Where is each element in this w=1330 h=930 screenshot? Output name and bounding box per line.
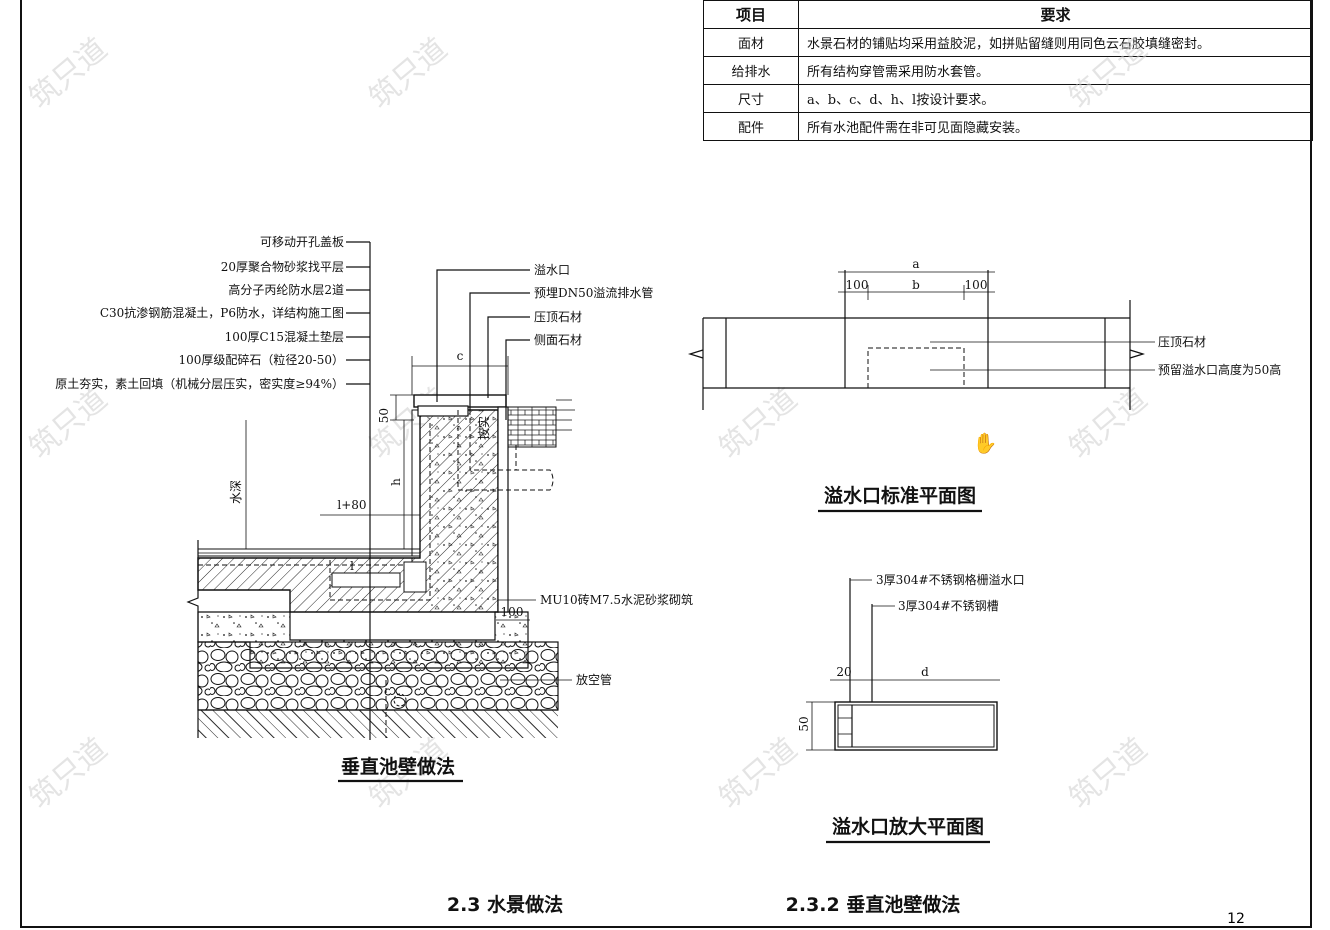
footer-left-title: 2.3 水景做法 xyxy=(447,893,563,916)
svg-text:筑只道: 筑只道 xyxy=(23,31,114,116)
hand-cursor-icon: ✋ xyxy=(973,431,998,455)
detail-dim-d: d xyxy=(921,665,929,679)
layer-label: 20厚聚合物砂浆找平层 xyxy=(221,259,344,274)
table-cell-requirement: 所有结构穿管需采用防水套管。 xyxy=(798,56,1313,85)
svg-text:筑只道: 筑只道 xyxy=(23,731,114,816)
footer-right-title: 2.3.2 垂直池壁做法 xyxy=(786,893,961,916)
plan-title: 溢水口标准平面图 xyxy=(824,484,976,507)
svg-text:筑只道: 筑只道 xyxy=(1063,381,1154,466)
dim-l80: l+80 xyxy=(337,498,366,512)
dim-l: l xyxy=(350,559,354,573)
dim-c: c xyxy=(457,349,464,363)
right-label: 溢水口 xyxy=(534,263,570,277)
layer-label: C30抗渗钢筋混凝土，P6防水，详结构施工图 xyxy=(100,305,344,320)
svg-text:筑只道: 筑只道 xyxy=(363,31,454,116)
plan-label-outlet: 预留溢水口高度为50高 xyxy=(1158,362,1281,377)
table-cell-requirement: 所有水池配件需在非可见面隐藏安装。 xyxy=(798,112,1313,141)
svg-text:筑只道: 筑只道 xyxy=(713,381,804,466)
table-row: 给排水 所有结构穿管需采用防水套管。 xyxy=(703,56,1313,85)
layer-label: 原土夯实，素土回填（机械分层压实，密实度≥94%） xyxy=(55,376,344,391)
detail-title: 溢水口放大平面图 xyxy=(832,815,984,838)
requirements-table: 项目 要求 面材 水景石材的铺贴均采用益胶泥，如拼贴留缝则用同色云石胶填缝密封。… xyxy=(703,0,1313,141)
section-title: 垂直池壁做法 xyxy=(341,755,455,778)
vent-pipe-label: 放空管 xyxy=(576,672,612,687)
table-cell-requirement: a、b、c、d、h、l按设计要求。 xyxy=(798,84,1313,113)
table-cell-item: 配件 xyxy=(703,112,799,141)
right-label: 压顶石材 xyxy=(534,310,582,324)
page-number: 12 xyxy=(1227,911,1245,927)
layer-label: 高分子丙纶防水层2道 xyxy=(228,282,344,297)
table-header-row: 项目 要求 xyxy=(703,0,1313,29)
backfill-label: 按实 xyxy=(476,416,491,440)
dim-50: 50 xyxy=(377,408,391,423)
svg-text:筑只道: 筑只道 xyxy=(1063,31,1154,116)
detail-dim-20: 20 xyxy=(836,665,851,679)
right-label: 预埋DN50溢流排水管 xyxy=(534,285,653,300)
plan-dim-100-left: 100 xyxy=(846,278,869,292)
mu10-label: MU10砖M7.5水泥砂浆砌筑 xyxy=(540,592,693,607)
right-label: 侧面石材 xyxy=(534,333,582,347)
table-cell-item: 给排水 xyxy=(703,56,799,85)
drawing-frame xyxy=(20,0,1312,928)
table-header-requirement: 要求 xyxy=(798,0,1313,29)
section-leaders: 可移动开孔盖板 20厚聚合物砂浆找平层 高分子丙纶防水层2道 C30抗渗钢筋混凝… xyxy=(55,235,693,740)
table-header-item: 项目 xyxy=(703,0,799,29)
detail-dim-50: 50 xyxy=(797,716,811,731)
plan-label-coping: 压顶石材 xyxy=(1158,335,1206,349)
detail-label-grate: 3厚304#不锈钢格栅溢水口 xyxy=(876,572,1025,587)
layer-label: 100厚级配碎石（粒径20-50） xyxy=(179,352,345,367)
overflow-detail: 3厚304#不锈钢格栅溢水口 3厚304#不锈钢槽 20 d 50 xyxy=(797,572,1025,751)
dim-h: h xyxy=(389,478,403,486)
plan-dim-a: a xyxy=(912,257,919,271)
table-cell-requirement: 水景石材的铺贴均采用益胶泥，如拼贴留缝则用同色云石胶填缝密封。 xyxy=(798,28,1313,57)
plan-dim-b: b xyxy=(912,278,920,292)
svg-text:筑只道: 筑只道 xyxy=(23,381,114,466)
table-row: 配件 所有水池配件需在非可见面隐藏安装。 xyxy=(703,112,1313,141)
svg-text:筑只道: 筑只道 xyxy=(713,731,804,816)
water-depth-label: 水深 xyxy=(229,480,243,504)
overflow-plan: a b 100 100 压顶石材 预留溢水口高度为50高 xyxy=(687,257,1281,410)
dim-100: 100 xyxy=(501,605,524,619)
plan-dim-100-right: 100 xyxy=(965,278,988,292)
watermark-group: 筑只道 筑只道 筑只道 筑只道 筑只道 筑只道 筑只道 筑只道 筑只道 筑只道 … xyxy=(23,31,1154,816)
layer-label: 可移动开孔盖板 xyxy=(260,235,344,249)
pool-wall-section xyxy=(186,394,575,738)
detail-label-trough: 3厚304#不锈钢槽 xyxy=(898,599,999,613)
layer-label: 100厚C15混凝土垫层 xyxy=(225,329,344,344)
svg-text:筑只道: 筑只道 xyxy=(1063,731,1154,816)
